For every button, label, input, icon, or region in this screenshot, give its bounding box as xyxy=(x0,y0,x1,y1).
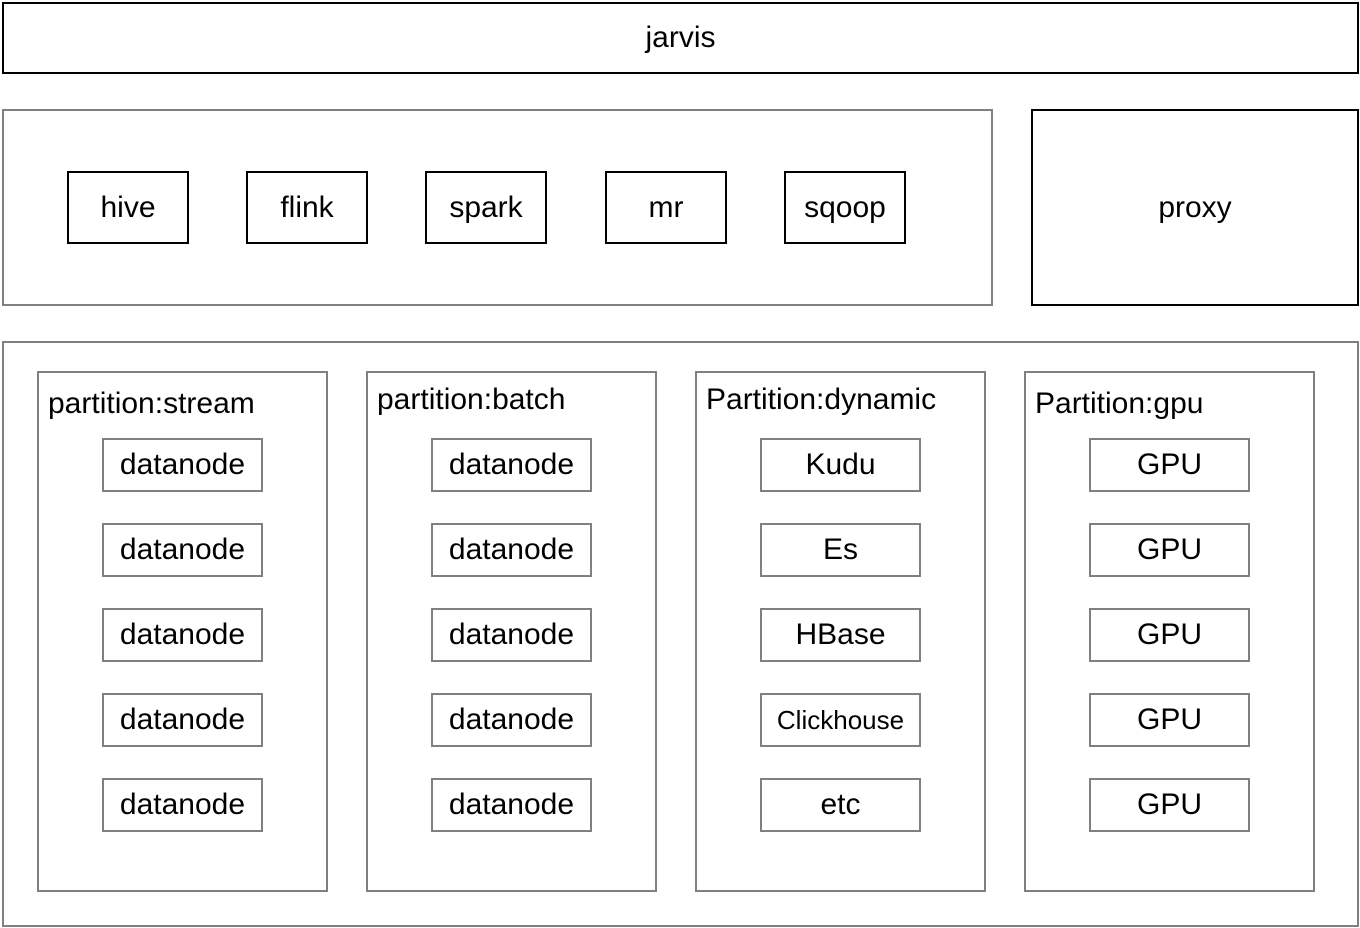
node-label: datanode xyxy=(448,448,575,481)
engine-flink: flink xyxy=(246,171,368,244)
node-box: HBase xyxy=(760,608,921,662)
node-label: GPU xyxy=(1136,448,1202,481)
node-box: datanode xyxy=(102,693,263,747)
node-box: GPU xyxy=(1089,523,1250,577)
node-box: GPU xyxy=(1089,438,1250,492)
proxy-box: proxy xyxy=(1031,109,1359,306)
node-box: datanode xyxy=(102,608,263,662)
engine-hive: hive xyxy=(67,171,189,244)
engine-label: spark xyxy=(449,190,523,224)
node-box: datanode xyxy=(102,778,263,832)
engine-spark: spark xyxy=(425,171,547,244)
node-label: datanode xyxy=(448,788,575,821)
partition-title: Partition:gpu xyxy=(1035,387,1204,420)
node-label: datanode xyxy=(119,448,246,481)
node-label: Kudu xyxy=(805,448,876,481)
node-box: datanode xyxy=(431,693,592,747)
node-box: GPU xyxy=(1089,778,1250,832)
engine-mr: mr xyxy=(605,171,727,244)
node-label: datanode xyxy=(448,703,575,736)
node-label: datanode xyxy=(119,703,246,736)
engine-label: hive xyxy=(100,190,156,224)
engine-sqoop: sqoop xyxy=(784,171,906,244)
node-box: datanode xyxy=(102,438,263,492)
engine-label: mr xyxy=(648,190,684,224)
proxy-label: proxy xyxy=(1158,190,1232,224)
node-box: Es xyxy=(760,523,921,577)
node-label: Clickhouse xyxy=(776,704,905,735)
node-box: Kudu xyxy=(760,438,921,492)
node-box: datanode xyxy=(431,778,592,832)
node-label: GPU xyxy=(1136,788,1202,821)
node-box: datanode xyxy=(431,608,592,662)
jarvis-label: jarvis xyxy=(645,21,716,54)
partition-title: partition:stream xyxy=(48,387,255,420)
node-box: datanode xyxy=(431,438,592,492)
partition-title: Partition:dynamic xyxy=(706,383,937,416)
node-box: GPU xyxy=(1089,608,1250,662)
engine-label: sqoop xyxy=(804,190,886,224)
partition-title: partition:batch xyxy=(377,383,566,416)
node-label: datanode xyxy=(448,533,575,566)
node-label: Es xyxy=(822,533,858,566)
node-box: Clickhouse xyxy=(760,693,921,747)
jarvis-box: jarvis xyxy=(2,2,1359,74)
node-label: datanode xyxy=(119,788,246,821)
node-label: GPU xyxy=(1136,703,1202,736)
node-box: etc xyxy=(760,778,921,832)
node-label: GPU xyxy=(1136,618,1202,651)
node-label: HBase xyxy=(795,618,886,651)
node-box: datanode xyxy=(102,523,263,577)
node-label: GPU xyxy=(1136,533,1202,566)
node-label: datanode xyxy=(448,618,575,651)
engine-label: flink xyxy=(280,190,334,224)
node-box: GPU xyxy=(1089,693,1250,747)
node-label: datanode xyxy=(119,533,246,566)
node-box: datanode xyxy=(431,523,592,577)
node-label: etc xyxy=(820,788,861,821)
node-label: datanode xyxy=(119,618,246,651)
